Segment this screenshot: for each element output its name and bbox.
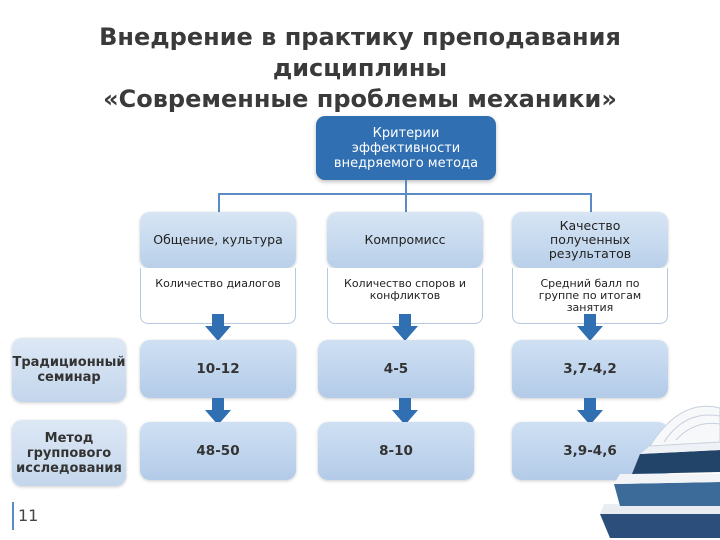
root-line-3: внедряемого метода [333,155,479,171]
criterion-head-2: Компромисс [327,212,483,268]
title-line-1: Внедрение в практику преподавания [99,23,621,51]
down-arrow-icon [205,398,231,425]
criterion-sub-2-label: Количество споров и конфликтов [344,277,466,302]
root-criteria-box: Критерии эффективности внедряемого метод… [316,116,496,180]
down-arrow-icon [577,398,603,425]
slide-title: Внедрение в практику преподавания дисцип… [60,22,660,115]
connector-root-down [405,180,407,194]
value-text: 3,9-4,6 [563,443,617,459]
value-cell: 3,7-4,2 [512,340,668,398]
down-arrow-icon [577,314,603,341]
value-text: 3,7-4,2 [563,361,617,377]
title-line-3: «Современные проблемы механики» [103,85,617,113]
value-text: 8-10 [379,443,413,459]
row-label-group-research-method: Метод группового исследования [12,420,126,486]
criterion-head-2-label: Компромисс [364,232,446,247]
title-line-2: дисциплины [272,54,448,82]
connector-drop-2 [405,193,407,213]
criterion-sub-1-label: Количество диалогов [155,277,281,290]
connector-drop-3 [590,193,592,213]
down-arrow-icon [392,314,418,341]
value-cell: 4-5 [318,340,474,398]
row-label-2-text: Метод группового исследования [16,430,122,476]
criterion-head-1-label: Общение, культура [153,232,283,247]
down-arrow-icon [205,314,231,341]
connector-drop-1 [218,193,220,213]
row-label-1-text: Традиционный семинар [12,355,126,385]
root-line-2: эффективности [351,140,461,156]
criterion-sub-3-label: Средний балл по группе по итогам занятия [538,277,642,314]
value-text: 10-12 [196,361,240,377]
row-label-traditional-seminar: Традиционный семинар [12,338,126,402]
value-cell: 10-12 [140,340,296,398]
criterion-head-3: Качество полученных результатов [512,212,668,268]
value-cell: 48-50 [140,422,296,480]
value-cell: 8-10 [318,422,474,480]
page-number-bar [12,502,14,530]
criterion-head-3-label: Качество полученных результатов [548,218,632,261]
page-number: 11 [18,506,39,525]
criterion-head-1: Общение, культура [140,212,296,268]
criterion-sub-3: Средний балл по группе по итогам занятия [512,268,668,324]
value-text: 4-5 [383,361,409,377]
down-arrow-icon [392,398,418,425]
root-line-1: Критерии [372,125,440,141]
books-stack-icon [600,405,720,538]
value-text: 48-50 [196,443,240,459]
